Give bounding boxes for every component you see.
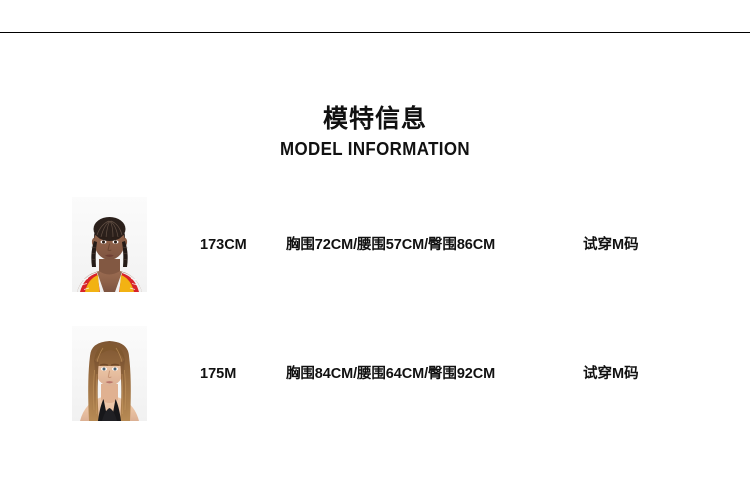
page-title-cn: 模特信息 xyxy=(322,105,427,133)
model-measurements: 胸围72CM/腰围57CM/臀围86CM xyxy=(286,237,496,253)
model-row: 173CM 胸围72CM/腰围57CM/臀围86CM 试穿M码 xyxy=(0,197,750,293)
model-portrait-braided-hair-icon xyxy=(72,197,147,292)
page-title-en: MODEL INFORMATION xyxy=(280,139,470,159)
model-fit-size: 试穿M码 xyxy=(583,237,639,253)
model-portrait-long-hair-icon xyxy=(72,326,147,421)
page-title-block: 模特信息 MODEL INFORMATION xyxy=(0,104,750,160)
model-height: 173CM xyxy=(200,237,247,253)
top-divider xyxy=(0,32,750,33)
model-photo xyxy=(72,326,147,421)
model-fit-size: 试穿M码 xyxy=(583,366,639,382)
model-row: 175M 胸围84CM/腰围64CM/臀围92CM 试穿M码 xyxy=(0,326,750,422)
model-height: 175M xyxy=(200,366,237,382)
model-measurements: 胸围84CM/腰围64CM/臀围92CM xyxy=(286,366,496,382)
model-photo xyxy=(72,197,147,292)
